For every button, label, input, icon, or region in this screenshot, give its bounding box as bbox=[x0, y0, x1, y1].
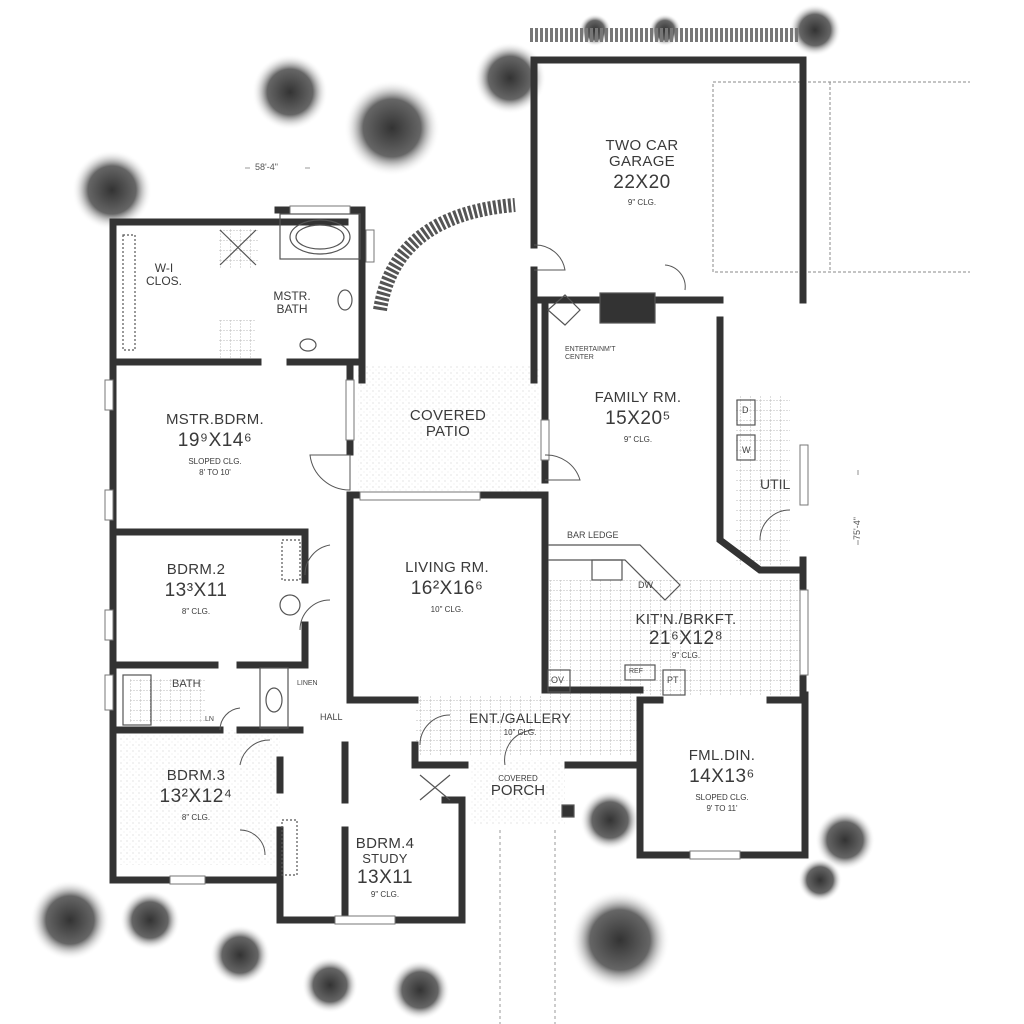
room-label-covered-patio: COVERED PATIO bbox=[409, 407, 487, 440]
label-oven: OV bbox=[551, 675, 565, 685]
room-label-walk-in-closet: W-I CLOS. bbox=[145, 261, 183, 288]
label-washer: W bbox=[742, 445, 751, 455]
porch-floor bbox=[470, 760, 565, 825]
label-entertainment-center: ENTERTAINM'T CENTER bbox=[565, 346, 616, 361]
room-label-master-bedroom: MSTR.BDRM. 19⁹X14⁶ SLOPED CLG. 8' TO 10' bbox=[166, 411, 264, 478]
room-label-utility: UTIL bbox=[760, 476, 791, 492]
garden-bed bbox=[373, 198, 516, 312]
label-pantry: PT bbox=[667, 675, 679, 685]
overall-width-dimension: 58'-4" bbox=[255, 162, 278, 172]
room-label-garage: TWO CAR GARAGE 22X20 9" CLG. bbox=[605, 137, 679, 208]
room-label-bedroom-3: BDRM.3 13²X12⁴ 8" CLG. bbox=[159, 767, 233, 822]
front-walk bbox=[499, 830, 556, 1024]
kitchen-floor bbox=[545, 580, 800, 695]
label-linen: LINEN bbox=[297, 680, 318, 687]
label-hall: HALL bbox=[320, 712, 343, 722]
room-label-living-room: LIVING RM. 16²X16⁶ 10" CLG. bbox=[405, 559, 489, 614]
dimension-lines bbox=[245, 167, 859, 545]
label-refrigerator: REF bbox=[629, 668, 643, 675]
room-label-family-dining: FML.DIN. 14X13⁶ SLOPED CLG. 9' TO 11' bbox=[688, 747, 756, 814]
label-dryer: D bbox=[742, 405, 749, 415]
room-label-bedroom-4-study: BDRM.4 STUDY 13X11 9" CLG. bbox=[355, 835, 415, 900]
room-label-covered-porch: COVERED PORCH bbox=[490, 774, 546, 800]
gallery-floor bbox=[415, 695, 640, 755]
room-label-master-bath: MSTR. BATH bbox=[273, 289, 311, 316]
room-label-kitchen-breakfast: KIT'N./BRKFT. 21⁶X12⁸ 9" CLG. bbox=[635, 611, 737, 660]
fixtures bbox=[122, 213, 756, 876]
walls bbox=[109, 56, 809, 924]
label-bar-ledge: BAR LEDGE bbox=[567, 530, 619, 540]
room-label-bedroom-2: BDRM.2 13³X11 8" CLG. bbox=[164, 561, 228, 616]
label-linen-closet: LN bbox=[205, 716, 214, 723]
driveway bbox=[712, 81, 970, 273]
overall-depth-dimension: 75'-4" bbox=[852, 517, 862, 540]
room-label-entry-gallery: ENT./GALLERY 10" CLG. bbox=[468, 710, 572, 737]
door-swings bbox=[219, 244, 791, 856]
patio-floor bbox=[358, 365, 540, 492]
room-label-bath: BATH bbox=[172, 678, 201, 690]
label-dishwasher: DW bbox=[638, 580, 653, 590]
utility-floor bbox=[735, 395, 790, 565]
room-label-family-room: FAMILY RM. 15X20⁵ 9" CLG. bbox=[594, 389, 682, 444]
